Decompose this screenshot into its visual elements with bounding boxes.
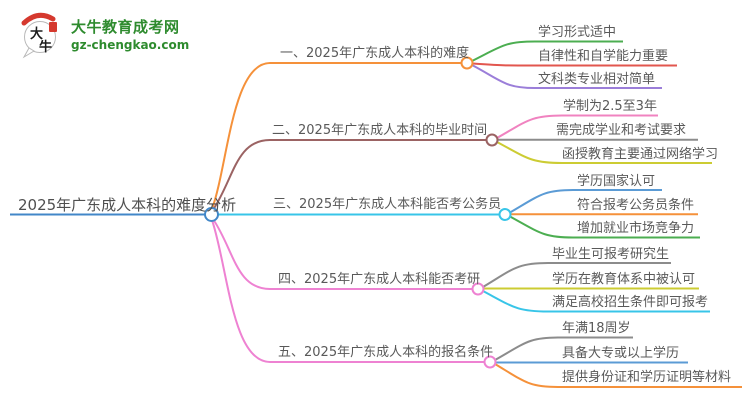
branch-1-leaf-2-connector <box>472 62 677 67</box>
leaf-1-2[interactable]: 自律性和自学能力重要 <box>538 49 669 64</box>
logo-char-2: 牛 <box>39 39 52 55</box>
branch-1-leaf-3-connector <box>471 64 662 89</box>
logo[interactable]: 大 牛 大牛教育成考网 gz-chengkao.com <box>16 8 189 60</box>
branch-4-node-circle[interactable] <box>471 282 485 296</box>
leaf-2-3[interactable]: 函授教育主要通过网络学习 <box>562 147 719 162</box>
branch-4-leaf-1-connector <box>482 262 671 288</box>
leaf-4-3[interactable]: 满足高校招生条件即可报考 <box>552 295 709 310</box>
branch-1-connector <box>211 62 462 210</box>
logo-title: 大牛教育成考网 <box>71 18 180 36</box>
branch-3-leaf-1-connector <box>509 189 662 214</box>
logo-red-seal <box>49 22 57 32</box>
branch-1-leaf-1-connector <box>471 40 623 62</box>
branch-2-connector <box>212 139 487 211</box>
branch-topic-5[interactable]: 五、2025年广东成人本科的报名条件 <box>278 345 494 360</box>
logo-bull-icon: 大 牛 <box>21 12 57 59</box>
leaf-4-2[interactable]: 学历在教育体系中被认可 <box>552 272 696 287</box>
branch-topic-4[interactable]: 四、2025年广东成人本科能否考研 <box>278 272 481 287</box>
leaf-2-2[interactable]: 需完成学业和考试要求 <box>556 123 687 138</box>
branch-5-connector <box>211 219 485 363</box>
branch-1-node-circle[interactable] <box>460 56 474 70</box>
leaf-1-3[interactable]: 文科类专业相对简单 <box>538 72 656 87</box>
branch-2-node-circle[interactable] <box>485 133 499 147</box>
branch-5-node-circle[interactable] <box>483 355 497 369</box>
leaf-3-2[interactable]: 符合报考公务员条件 <box>577 198 695 213</box>
branch-5-leaf-3-connector <box>494 363 742 388</box>
leaf-4-1[interactable]: 毕业生可报考研究生 <box>552 247 670 262</box>
root-node-circle[interactable] <box>204 207 219 222</box>
root-topic[interactable]: 2025年广东成人本科的难度分析 <box>18 196 237 214</box>
branch-2-leaf-1-connector <box>496 114 658 139</box>
branch-3-node-circle[interactable] <box>498 208 512 221</box>
logo-char-1: 大 <box>30 26 43 42</box>
logo-url: gz-chengkao.com <box>71 38 190 52</box>
branch-topic-3[interactable]: 三、2025年广东成人本科能否考公务员 <box>273 197 502 212</box>
branch-topic-2[interactable]: 二、2025年广东成人本科的毕业时间 <box>272 123 488 138</box>
leaf-5-3[interactable]: 提供身份证和学历证明等材料 <box>562 370 732 385</box>
logo-red-arc <box>21 12 56 26</box>
branch-topic-1[interactable]: 一、2025年广东成人本科的难度 <box>280 46 470 61</box>
branch-5-leaf-1-connector <box>494 336 633 361</box>
leaf-2-1[interactable]: 学制为2.5至3年 <box>563 99 657 114</box>
branch-2-leaf-3-connector <box>496 141 712 164</box>
branch-4-connector <box>212 218 473 290</box>
logo-text-block: 大牛教育成考网 gz-chengkao.com <box>71 16 189 52</box>
leaf-3-1[interactable]: 学历国家认可 <box>577 174 656 189</box>
leaf-5-2[interactable]: 具备大专或以上学历 <box>562 346 680 361</box>
leaf-3-3[interactable]: 增加就业市场竞争力 <box>577 221 695 236</box>
branch-4-leaf-3-connector <box>482 290 710 313</box>
leaf-1-1[interactable]: 学习形式适中 <box>538 25 617 40</box>
leaf-5-1[interactable]: 年满18周岁 <box>562 321 631 336</box>
speech-bubble-tail <box>22 47 35 59</box>
branch-3-leaf-3-connector <box>509 215 700 239</box>
